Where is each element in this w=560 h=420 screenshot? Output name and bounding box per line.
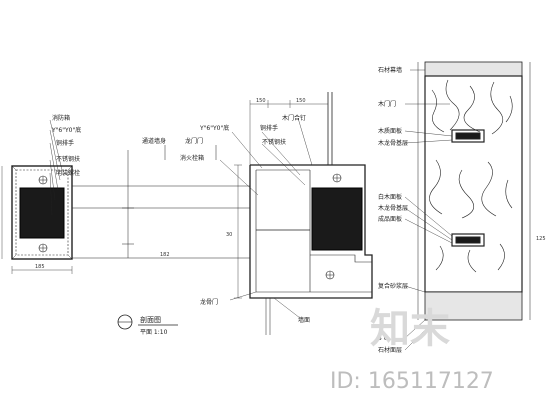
connector-label-1: 龙门门	[185, 137, 203, 145]
right-dim: 125	[536, 236, 546, 242]
connector-dim: 182	[160, 252, 170, 258]
left-label-2: 铜排手	[56, 139, 74, 147]
middle-label-0: Y"6"Y0"底	[199, 124, 229, 132]
connector-label-0: 通道墙身	[142, 137, 166, 145]
left-cabinet	[1, 119, 73, 274]
watermark: 知末 ID: 165117127	[330, 305, 494, 394]
right-label-4: 白木面板	[378, 193, 402, 201]
connector-lines	[72, 145, 250, 259]
left-dim-width: 185	[35, 264, 45, 270]
section-title: 剖面图	[140, 315, 161, 324]
left-labels: 消防箱 Y"6"Y0"底 铜排手 不锈钢扶 明装螺栓 185	[35, 114, 81, 270]
middle-label-2: 不锈钢扶	[262, 138, 286, 146]
middle-label-3: 消火栓箱	[180, 154, 204, 162]
middle-dim-0: 150	[256, 98, 266, 104]
right-labels: 石材幕墙 木门门 木质面板 木龙骨基层 白木面板 木龙骨基层 成品面板 复合砂浆…	[378, 66, 546, 354]
right-label-7: 复合砂浆层	[378, 282, 408, 290]
middle-dim-2: 30	[226, 232, 232, 238]
right-elevation	[404, 61, 531, 351]
middle-bottom-label-1: 墙面	[298, 316, 310, 324]
right-label-9: 石材面层	[378, 346, 402, 354]
middle-label-1: 铜排手	[260, 124, 278, 132]
watermark-brand: 知末	[370, 305, 450, 352]
left-label-0: 消防箱	[52, 114, 70, 122]
left-label-3: 不锈钢扶	[56, 155, 80, 163]
middle-bottom-label-0: 龙骨门	[200, 298, 218, 306]
right-label-8: 5 0	[378, 335, 388, 342]
connector-labels: 通道墙身 龙门门 182	[142, 137, 203, 258]
middle-cabinet	[219, 92, 373, 335]
right-label-0: 石材幕墙	[378, 66, 402, 74]
left-label-4: 明装螺栓	[56, 169, 80, 177]
section-scale: 平面 1:10	[140, 329, 168, 336]
middle-label-4: 木门合钉	[282, 114, 306, 122]
watermark-id: ID: 165117127	[330, 369, 494, 394]
left-label-1: Y"6"Y0"底	[51, 126, 81, 134]
right-label-2: 木质面板	[378, 127, 402, 135]
middle-dim-1: 150	[296, 98, 306, 104]
right-label-6: 成品面板	[378, 215, 402, 223]
section-title-block: 剖面图 平面 1:10	[117, 314, 178, 336]
right-label-5: 木龙骨基层	[378, 204, 408, 212]
right-label-1: 木门门	[378, 100, 396, 108]
middle-labels: Y"6"Y0"底 铜排手 不锈钢扶 消火栓箱 木门合钉 龙骨门 墙面 150 1…	[180, 98, 310, 324]
right-label-3: 木龙骨基层	[378, 139, 408, 147]
